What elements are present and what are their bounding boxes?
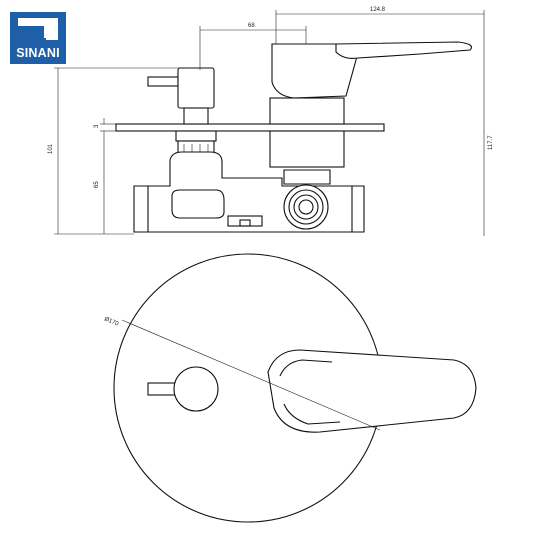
mixer-handle-lever	[335, 41, 473, 59]
cover-plate	[115, 123, 385, 132]
diverter-stem	[183, 107, 209, 125]
mixer-sleeve	[269, 130, 345, 168]
dim-depth-total: 101	[48, 143, 54, 154]
outlet-hex	[283, 184, 329, 230]
front-view: Ø170	[103, 253, 477, 523]
dim-top-width: 124.8	[370, 7, 386, 13]
front-mixer-handle	[267, 349, 477, 433]
diverter-lever	[147, 76, 179, 87]
dim-plate-thickness: 3	[94, 124, 100, 128]
diverter-knob	[177, 67, 215, 109]
dim-height-total: 117.7	[488, 135, 494, 150]
side-view: 124.8 68 101 65 3 117.7	[48, 7, 494, 236]
dim-top-offset: 68	[248, 23, 255, 29]
logo-mark	[18, 18, 58, 40]
mixer-cap	[269, 97, 345, 125]
brand-logo: SINANI	[10, 12, 66, 64]
diverter-collar	[175, 130, 217, 142]
brand-name: SINANI	[16, 46, 60, 60]
dim-plate-diameter: Ø170	[103, 316, 119, 328]
dim-depth-body: 65	[94, 181, 100, 188]
front-diverter-knob	[173, 366, 219, 412]
